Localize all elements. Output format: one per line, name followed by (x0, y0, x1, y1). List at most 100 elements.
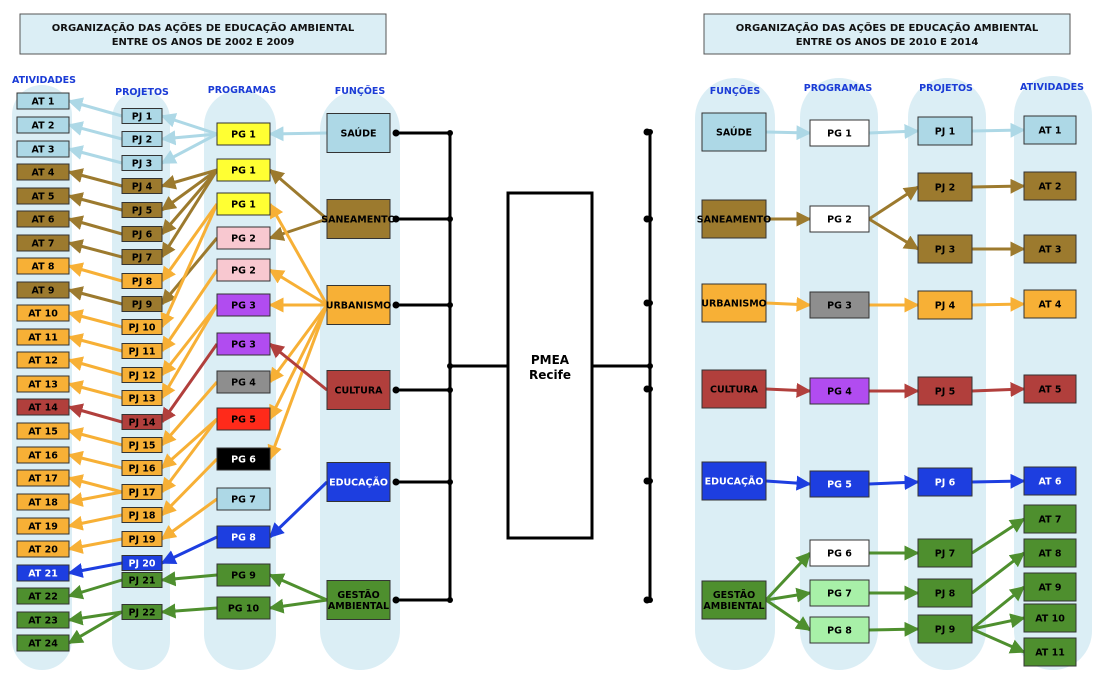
right-header-funcoes: FUNÇÕES (710, 85, 761, 97)
node-label: PG 4 (231, 378, 256, 389)
node-label: PJ 12 (128, 371, 155, 382)
node-label: PJ 15 (128, 441, 155, 452)
left-at-node: AT 23 (16, 611, 70, 629)
node-box (16, 587, 70, 605)
connector-arrow (765, 296, 812, 312)
node-label: AT 9 (31, 286, 54, 297)
node-label: AT 3 (31, 145, 54, 156)
left-pg-node: PG 1 (216, 158, 271, 182)
node-box (121, 249, 163, 265)
connector-arrow (868, 475, 920, 491)
node-box (216, 596, 271, 620)
connector-arrow (268, 217, 328, 241)
node-box (809, 470, 870, 498)
node-label: PG 3 (827, 301, 852, 312)
connector-arrow (160, 381, 219, 447)
left-pg-node: PG 3 (216, 293, 271, 317)
right-at-node: AT 5 (1023, 374, 1077, 404)
node-box (121, 367, 163, 383)
left-at-node: AT 1 (16, 92, 70, 110)
node-label: PJ 10 (128, 323, 155, 334)
pmea-center-line1: PMEA (531, 353, 570, 367)
right-pj-node: PJ 4 (917, 290, 973, 320)
connector-arrow (160, 535, 218, 565)
left-pj-node: PJ 8 (121, 273, 163, 289)
node-label: AT 2 (1038, 182, 1061, 193)
connector-arrow (868, 185, 920, 221)
node-box (16, 611, 70, 629)
node-label: AT 17 (28, 474, 58, 485)
node-label: PJ 8 (935, 589, 956, 600)
node-label: PG 7 (827, 589, 852, 600)
node-box (121, 319, 163, 335)
connector-arrow (67, 403, 123, 424)
connector-arrow (67, 450, 123, 470)
right-fn-node: URBANISMO (701, 283, 767, 323)
node-box (121, 202, 163, 218)
node-box (16, 140, 70, 158)
node-box (1023, 171, 1077, 201)
node-box (16, 375, 70, 393)
node-box (1023, 603, 1077, 633)
connector-arrow (160, 497, 218, 541)
tree-dot (447, 130, 453, 136)
node-box (16, 493, 70, 511)
node-label: EDUCAÇÃO (705, 477, 764, 488)
node-label: AT 6 (1038, 477, 1061, 488)
tree-dot (392, 215, 400, 223)
connector-arrow (160, 418, 219, 494)
connector-arrow (67, 97, 123, 118)
connector-arrow (267, 304, 329, 461)
tree-dot (392, 301, 400, 309)
tree-dot (647, 363, 653, 369)
node-label: PJ 11 (128, 347, 155, 358)
node-label: SAÚDE (716, 127, 752, 139)
node-box (16, 210, 70, 228)
node-label: AT 4 (1038, 300, 1061, 311)
node-box (16, 257, 70, 275)
node-label: URBANISMO (701, 299, 766, 310)
node-box (216, 258, 271, 282)
right-fn-node: SAÚDE (701, 112, 767, 152)
tree-dot (447, 363, 453, 369)
node-box (16, 234, 70, 252)
right-at-node: AT 10 (1023, 603, 1077, 633)
node-box (121, 226, 163, 242)
node-label: PJ 2 (132, 135, 152, 146)
left-at-node: AT 12 (16, 351, 70, 369)
node-box (121, 507, 163, 523)
connector-arrow (160, 132, 218, 165)
node-box (1023, 115, 1077, 145)
left-title-box: ORGANIZAÇÃO DAS AÇÕES DE EDUCAÇÃO AMBIEN… (19, 13, 387, 55)
node-label: GESTÃO (713, 590, 755, 601)
left-fn-node: URBANISMO (326, 285, 391, 325)
left-at-node: AT 20 (16, 540, 70, 558)
node-label: AT 12 (28, 356, 58, 367)
node-label: PJ 22 (128, 608, 155, 619)
node-box (121, 273, 163, 289)
node-label: PG 3 (231, 340, 256, 351)
left-at-node: AT 17 (16, 469, 70, 487)
node-label: AT 23 (28, 616, 58, 627)
connector-arrow (268, 598, 328, 614)
node-box (326, 580, 391, 620)
tree-dot (647, 478, 653, 484)
node-label: SANEAMENTO (321, 215, 395, 226)
right-pj-node: PJ 2 (917, 172, 973, 202)
node-label: PJ 20 (128, 559, 155, 570)
left-at-node: AT 6 (16, 210, 70, 228)
node-label: PG 1 (231, 200, 256, 211)
tree-dot (447, 479, 453, 485)
connector-arrow (67, 262, 123, 283)
right-at-node: AT 11 (1023, 637, 1077, 667)
node-label: PJ 13 (128, 394, 155, 405)
left-at-node: AT 15 (16, 422, 70, 440)
node-box (1023, 572, 1077, 602)
connector-arrow (971, 178, 1026, 194)
connector-arrow (868, 621, 920, 637)
left-at-node: AT 16 (16, 446, 70, 464)
left-at-node: AT 18 (16, 493, 70, 511)
right-at-node: AT 8 (1023, 538, 1077, 568)
node-label: AT 11 (28, 333, 58, 344)
